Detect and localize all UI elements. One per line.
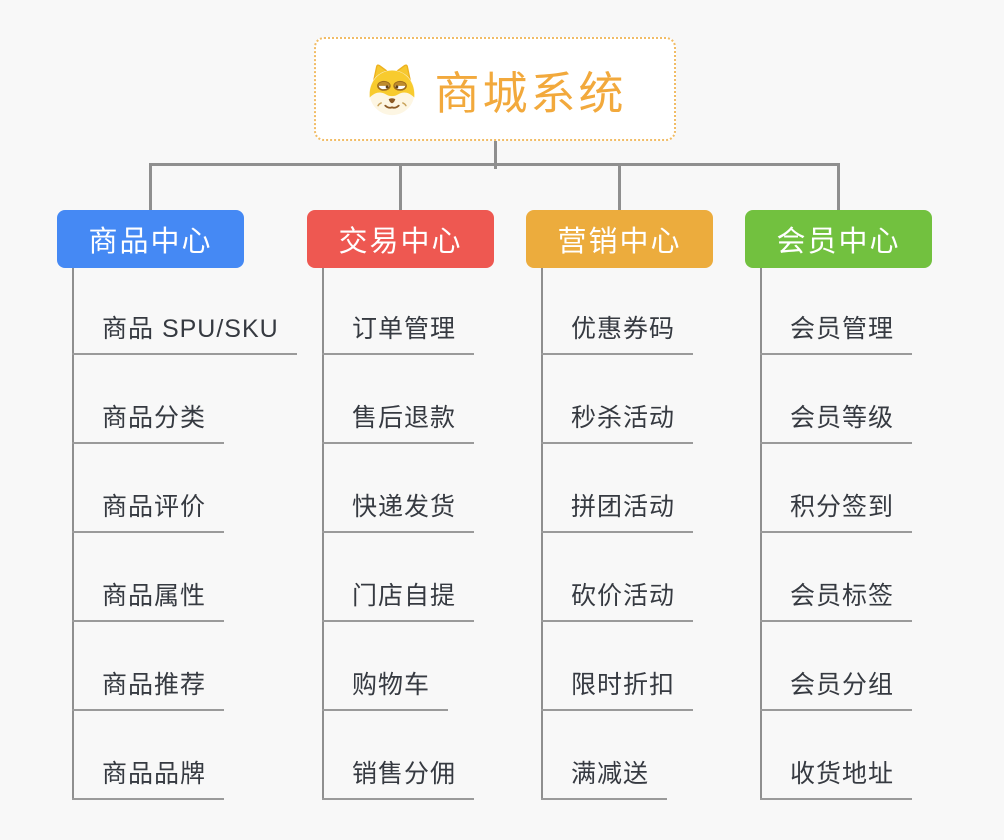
connector-spine-product-center (72, 268, 74, 800)
connector-spine-marketing-center (541, 268, 543, 800)
leaf-item-marketing-center-5[interactable]: 限时折扣 (541, 667, 694, 711)
leaf-label: 拼团活动 (571, 493, 676, 521)
leaf-label: 会员标签 (790, 582, 895, 610)
leaf-item-member-center-4[interactable]: 会员标签 (760, 578, 913, 622)
leaf-label: 快递发货 (352, 493, 457, 521)
leaf-label: 秒杀活动 (571, 404, 676, 432)
dog-face-icon (363, 62, 421, 116)
leaf-item-product-center-6[interactable]: 商品品牌 (72, 756, 225, 800)
leaf-label: 订单管理 (352, 315, 457, 343)
leaf-label: 商品分类 (102, 404, 207, 432)
branch-node-marketing-center[interactable]: 营销中心 (526, 210, 713, 268)
leaf-item-member-center-6[interactable]: 收货地址 (760, 756, 913, 800)
leaf-label: 销售分佣 (352, 760, 457, 788)
leaf-label: 收货地址 (790, 760, 895, 788)
leaf-item-product-center-5[interactable]: 商品推荐 (72, 667, 225, 711)
leaf-label: 会员等级 (790, 404, 895, 432)
leaf-item-trade-center-6[interactable]: 销售分佣 (322, 756, 475, 800)
root-node[interactable]: 商城系统 (314, 37, 676, 141)
leaf-label: 限时折扣 (571, 671, 676, 699)
leaf-label: 售后退款 (352, 404, 457, 432)
branch-node-trade-center[interactable]: 交易中心 (307, 210, 494, 268)
leaf-label: 商品评价 (102, 493, 207, 521)
branch-node-product-center[interactable]: 商品中心 (57, 210, 244, 268)
leaf-item-member-center-1[interactable]: 会员管理 (760, 311, 913, 355)
leaf-item-marketing-center-4[interactable]: 砍价活动 (541, 578, 694, 622)
leaf-item-product-center-1[interactable]: 商品 SPU/SKU (72, 311, 297, 355)
leaf-label: 会员分组 (790, 671, 895, 699)
root-title: 商城系统 (434, 67, 627, 119)
leaf-label: 会员管理 (790, 315, 895, 343)
leaf-item-member-center-3[interactable]: 积分签到 (760, 489, 913, 533)
connector-drop-trade-center (399, 163, 402, 210)
leaf-item-product-center-4[interactable]: 商品属性 (72, 578, 225, 622)
connector-bus (149, 163, 840, 166)
leaf-item-trade-center-5[interactable]: 购物车 (322, 667, 449, 711)
leaf-label: 门店自提 (352, 582, 457, 610)
leaf-label: 砍价活动 (571, 582, 676, 610)
connector-root-trunk (494, 141, 497, 169)
leaf-label: 优惠券码 (571, 315, 676, 343)
leaf-label: 积分签到 (790, 493, 895, 521)
leaf-label: 商品品牌 (102, 760, 207, 788)
leaf-label: 商品 SPU/SKU (102, 315, 279, 343)
branch-label: 商品中心 (88, 226, 213, 258)
branch-node-member-center[interactable]: 会员中心 (745, 210, 932, 268)
connector-drop-member-center (837, 163, 840, 210)
leaf-item-trade-center-2[interactable]: 售后退款 (322, 400, 475, 444)
leaf-label: 购物车 (352, 671, 431, 699)
leaf-label: 满减送 (571, 760, 650, 788)
leaf-item-marketing-center-2[interactable]: 秒杀活动 (541, 400, 694, 444)
connector-drop-product-center (149, 163, 152, 210)
leaf-label: 商品属性 (102, 582, 207, 610)
leaf-item-marketing-center-3[interactable]: 拼团活动 (541, 489, 694, 533)
leaf-item-product-center-2[interactable]: 商品分类 (72, 400, 225, 444)
branch-label: 营销中心 (557, 226, 682, 258)
leaf-item-member-center-2[interactable]: 会员等级 (760, 400, 913, 444)
connector-spine-trade-center (322, 268, 324, 800)
connector-spine-member-center (760, 268, 762, 800)
leaf-label: 商品推荐 (102, 671, 207, 699)
leaf-item-trade-center-1[interactable]: 订单管理 (322, 311, 475, 355)
leaf-item-product-center-3[interactable]: 商品评价 (72, 489, 225, 533)
branch-label: 会员中心 (776, 226, 901, 258)
branch-label: 交易中心 (338, 226, 463, 258)
leaf-item-member-center-5[interactable]: 会员分组 (760, 667, 913, 711)
leaf-item-marketing-center-1[interactable]: 优惠券码 (541, 311, 694, 355)
leaf-item-marketing-center-6[interactable]: 满减送 (541, 756, 668, 800)
connector-drop-marketing-center (618, 163, 621, 210)
leaf-item-trade-center-4[interactable]: 门店自提 (322, 578, 475, 622)
leaf-item-trade-center-3[interactable]: 快递发货 (322, 489, 475, 533)
